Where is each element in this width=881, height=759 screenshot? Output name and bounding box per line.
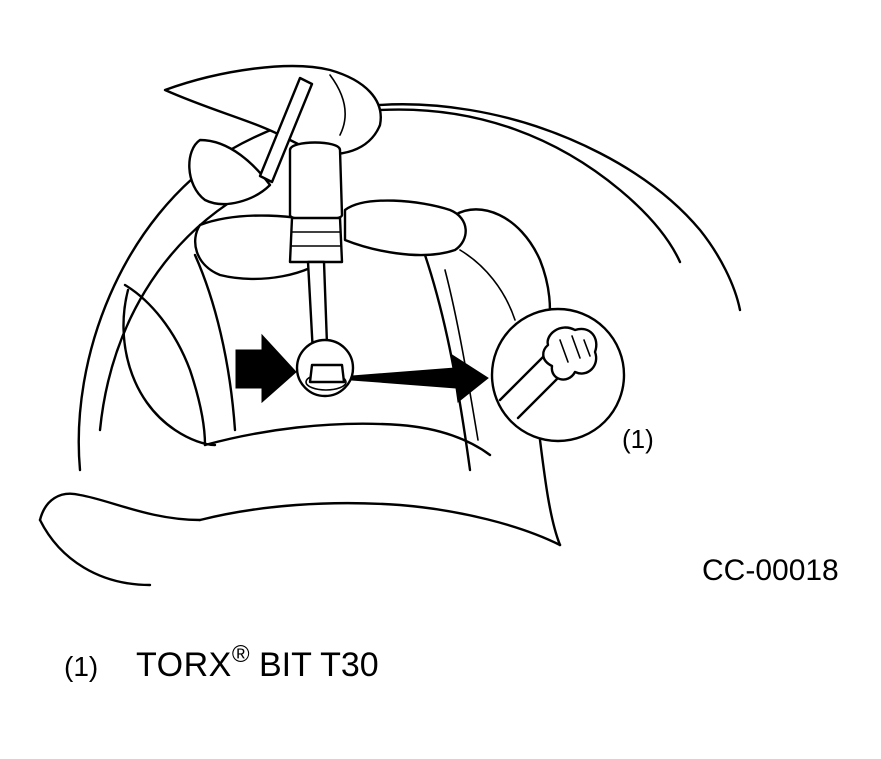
figure-code: CC-00018 <box>702 554 839 587</box>
outer-panel-inner-outline <box>98 188 252 432</box>
legend-part-name: TORX <box>136 646 232 684</box>
right-lobe-outline <box>453 208 552 332</box>
torx-bit-illustration: (1) CC-00018 <box>38 64 839 587</box>
left-side-pad <box>122 288 217 447</box>
torx-lobe-2 <box>571 335 581 359</box>
illustration-svg: (1) CC-00018 <box>38 64 839 587</box>
outer-panel-outline <box>77 103 742 472</box>
recess-right-crease <box>444 269 479 441</box>
torx-lobe-3 <box>583 339 591 357</box>
lower-panel-left <box>38 492 202 522</box>
leader-arrow-icon <box>351 353 489 403</box>
legend-key: (1) <box>64 651 99 682</box>
pointer-arrow-icon <box>235 333 297 404</box>
legend-registered-mark: ® <box>231 641 250 668</box>
hand-knuckle-line <box>329 74 346 136</box>
hand-thumb <box>188 138 272 206</box>
right-lobe-crease <box>459 249 516 321</box>
lower-panel-top <box>198 501 562 547</box>
recess-floor-edge <box>203 422 492 457</box>
legend: (1) TORX ® BIT T30 <box>64 641 379 685</box>
recess-right-wall <box>423 253 472 472</box>
hand-finger-right <box>343 199 467 257</box>
bit-tip <box>308 363 346 384</box>
screwdriver-ferrule <box>288 216 344 264</box>
left-side-pad-edge <box>123 283 207 447</box>
torx-bit-head-icon <box>542 326 598 381</box>
screwdriver-handle <box>288 141 344 222</box>
lower-panel-right <box>538 438 562 547</box>
recess-left-wall <box>193 253 237 432</box>
lower-panel-bottom <box>38 518 152 587</box>
callout-label: (1) <box>622 424 654 454</box>
hand-palm <box>163 64 382 155</box>
torx-lobe-1 <box>559 339 569 363</box>
screwdriver-rod-top <box>258 76 314 184</box>
upper-panel-edge <box>378 108 682 264</box>
legend-part-spec: BIT T30 <box>249 646 379 684</box>
